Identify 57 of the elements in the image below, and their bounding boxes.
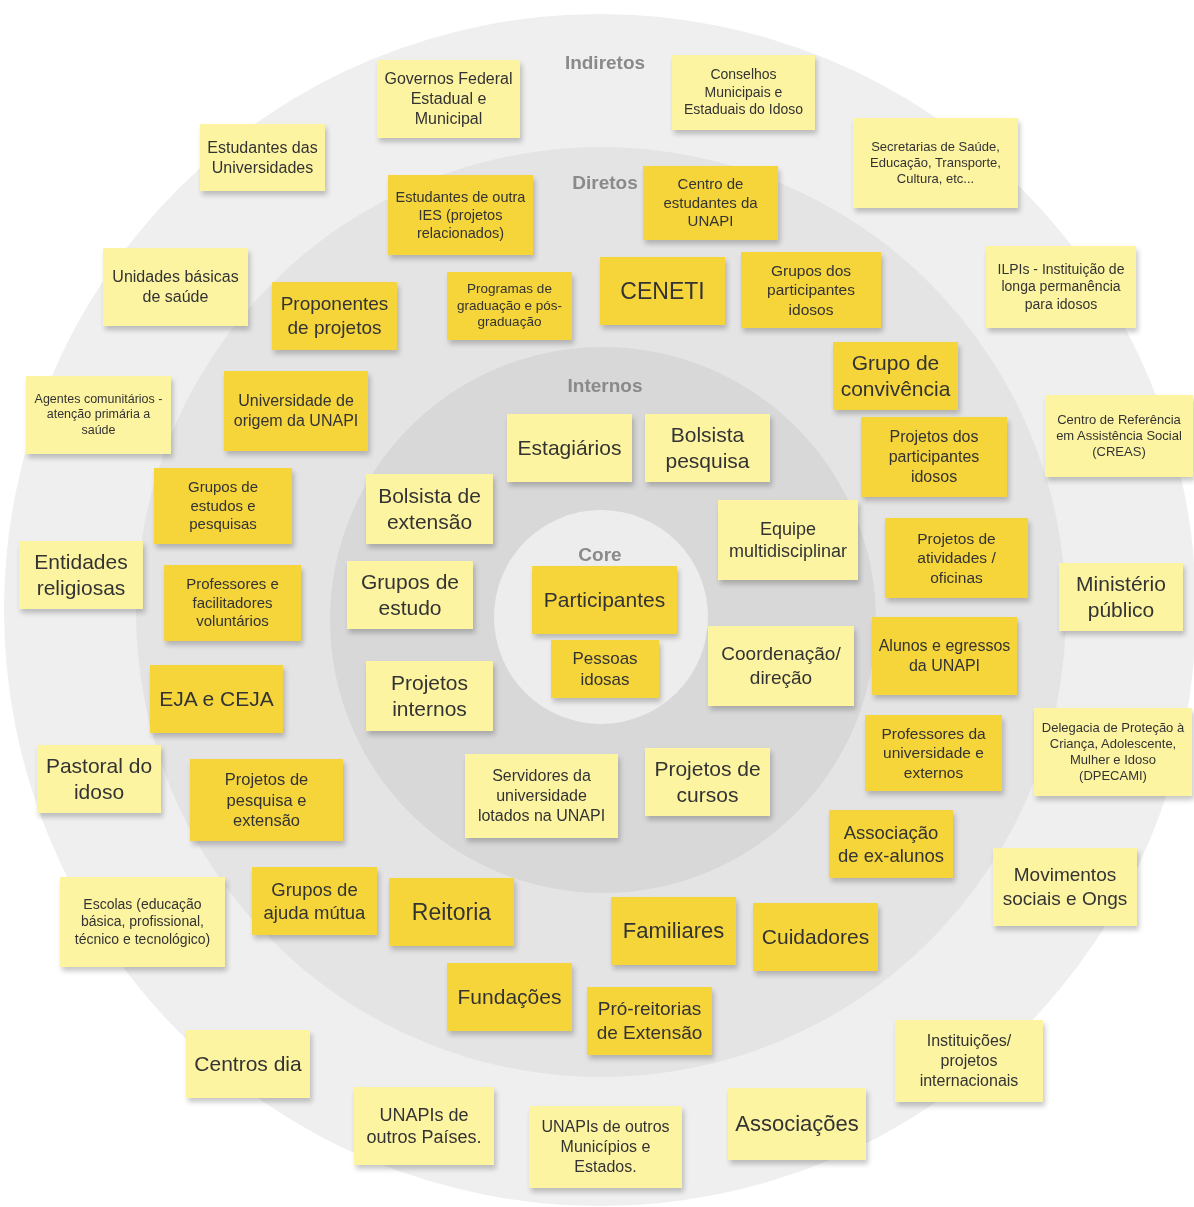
sticky-note: Unidades básicas de saúde [103,248,248,326]
sticky-note: EJA e CEJA [150,665,283,733]
sticky-note: Programas de graduação e pós-graduação [447,272,572,340]
sticky-note: Grupos dos participantes idosos [741,252,881,328]
sticky-note: Estudantes de outra IES (projetos relacionados) [388,175,533,255]
sticky-note: UNAPIs de outros Municípios e Estados. [529,1106,682,1188]
sticky-note: Proponentes de projetos [272,282,397,350]
sticky-note: Centro de estudantes da UNAPI [643,166,778,240]
sticky-note: Projetos internos [366,661,493,731]
sticky-note: Fundações [447,963,572,1031]
sticky-note: Bolsista pesquisa [645,414,770,482]
sticky-note: Estudantes das Universidades [200,124,325,191]
sticky-note: Professores e facilitadores voluntários [164,565,301,641]
sticky-note: Centros dia [186,1030,310,1098]
sticky-note: UNAPIs de outros Países. [354,1087,494,1165]
sticky-note: Participantes [532,566,677,634]
sticky-note: Projetos de pesquisa e extensão [190,759,343,841]
sticky-note: Agentes comunitários - atenção primária a saúde [26,376,171,454]
sticky-note: Governos Federal Estadual e Municipal [377,60,520,138]
sticky-note: ILPIs - Instituição de longa permanência para idosos [986,246,1136,328]
sticky-note: Delegacia de Proteção à Criança, Adolescente, Mulher e Idoso (DPECAMI) [1034,708,1192,796]
sticky-note: Grupos de ajuda mútua [252,867,377,935]
sticky-note: Conselhos Municipais e Estaduais do Idoso [672,55,815,130]
sticky-note: Ministério público [1059,563,1183,631]
sticky-note: Alunos e egressos da UNAPI [872,617,1017,695]
sticky-note: Familiares [611,897,736,965]
sticky-note: Servidores da universidade lotados na UNAPI [465,754,618,838]
ring-title: Diretos [572,172,638,194]
sticky-note: Cuidadores [753,903,878,971]
sticky-note: Reitoria [389,878,514,946]
sticky-note: Projetos de cursos [645,748,770,816]
sticky-note: Grupos de estudos e pesquisas [154,468,292,544]
sticky-note: Projetos de atividades / oficinas [885,518,1028,598]
sticky-note: Entidades religiosas [19,541,143,609]
sticky-note: Estagiários [507,414,632,482]
ring-title: Internos [567,375,643,397]
sticky-note: Projetos dos participantes idosos [861,417,1007,497]
sticky-note: Coordenação/ direção [708,626,854,706]
sticky-note: Grupos de estudo [347,561,473,629]
sticky-note: Grupo de convivência [833,342,958,410]
sticky-note: Universidade de origem da UNAPI [224,371,368,451]
sticky-note: Instituições/ projetos internacionais [895,1020,1043,1102]
sticky-note: Associação de ex-alunos [829,810,953,878]
sticky-note: Equipe multidisciplinar [718,500,858,580]
ring-title: Indiretos [564,52,646,74]
sticky-note: Pastoral do idoso [37,745,161,813]
sticky-note: CENETI [600,257,725,325]
sticky-note: Pró-reitorias de Extensão [587,987,712,1055]
ring-title: Core [578,544,622,566]
sticky-note: Pessoas idosas [551,640,659,698]
sticky-note: Escolas (educação básica, profissional, técnico e tecnológico) [60,877,225,967]
sticky-note: Movimentos sociais e Ongs [993,848,1137,926]
sticky-note: Centro de Referência em Assistência Social (CREAS) [1045,395,1193,477]
sticky-note: Associações [728,1088,866,1160]
sticky-note: Secretarias de Saúde, Educação, Transporte, Cultura, etc... [853,118,1018,208]
sticky-note: Bolsista de extensão [366,474,493,544]
sticky-note: Professores da universidade e externos [865,715,1002,791]
